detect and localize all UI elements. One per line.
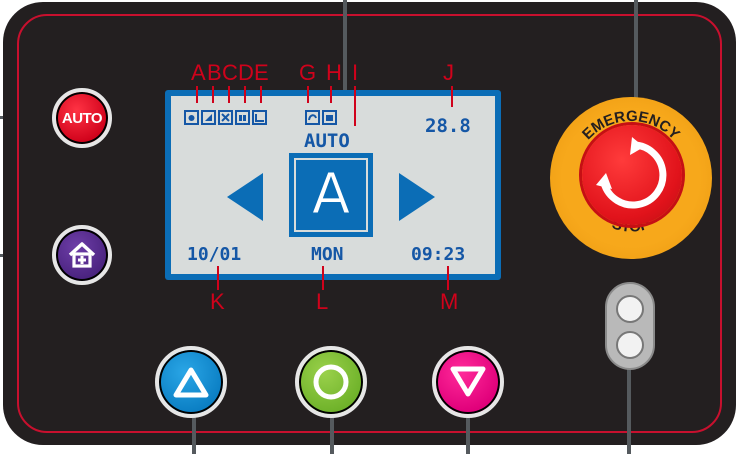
arrow-left-icon	[227, 173, 263, 221]
callout-k: K	[210, 289, 225, 314]
indicator-light-bottom	[616, 331, 644, 359]
leader-line-estop	[634, 0, 638, 178]
callout-b: B	[207, 60, 222, 85]
leader-line-up	[192, 410, 196, 454]
leader-line-ok	[330, 410, 334, 454]
date-readout: 10/01	[187, 244, 242, 265]
circle-icon	[313, 364, 349, 400]
callout-h: H	[326, 60, 342, 85]
leader-line-down	[466, 410, 470, 454]
callout-j: J	[443, 60, 454, 85]
up-button[interactable]	[155, 346, 227, 418]
day-readout: MON	[311, 244, 344, 265]
leader-line-display	[343, 0, 347, 95]
callout-c: C	[222, 60, 238, 85]
callout-i: I	[352, 60, 359, 85]
down-button[interactable]	[432, 346, 504, 418]
home-icon	[68, 242, 96, 268]
status-icons-abcde	[184, 110, 267, 125]
panel-border	[17, 14, 722, 433]
arrow-right-icon	[399, 173, 435, 221]
time-readout: 09:23	[411, 244, 466, 265]
callout-d: D	[238, 60, 254, 85]
callout-a: A	[191, 60, 206, 85]
auto-button[interactable]: AUTO	[52, 88, 112, 148]
triangle-up-icon	[173, 367, 209, 398]
callout-l: L	[316, 289, 329, 314]
triangle-down-icon	[450, 366, 486, 397]
value-readout: 28.8	[425, 115, 471, 137]
lcd-screen: AUTO 28.8 A 10/01 MON 09:23	[171, 96, 495, 274]
callout-e: E	[254, 60, 269, 85]
indicator-lights	[605, 282, 655, 370]
home-button[interactable]	[52, 225, 112, 285]
indicator-light-top	[616, 295, 644, 323]
rotate-arrows-icon	[596, 137, 667, 209]
callout-m: M	[440, 289, 459, 314]
auto-mode-glyph: A	[311, 162, 351, 227]
auto-button-label: AUTO	[61, 109, 103, 127]
confirm-button[interactable]	[295, 346, 367, 418]
lcd-display: AUTO 28.8 A 10/01 MON 09:23	[165, 90, 501, 280]
mode-text: AUTO	[304, 130, 350, 152]
callout-g: G	[299, 60, 317, 85]
auto-mode-icon: A	[289, 153, 373, 237]
leader-line-indicator	[627, 368, 631, 454]
status-icons-gh	[305, 110, 337, 125]
emergency-stop-button[interactable]	[582, 125, 682, 225]
